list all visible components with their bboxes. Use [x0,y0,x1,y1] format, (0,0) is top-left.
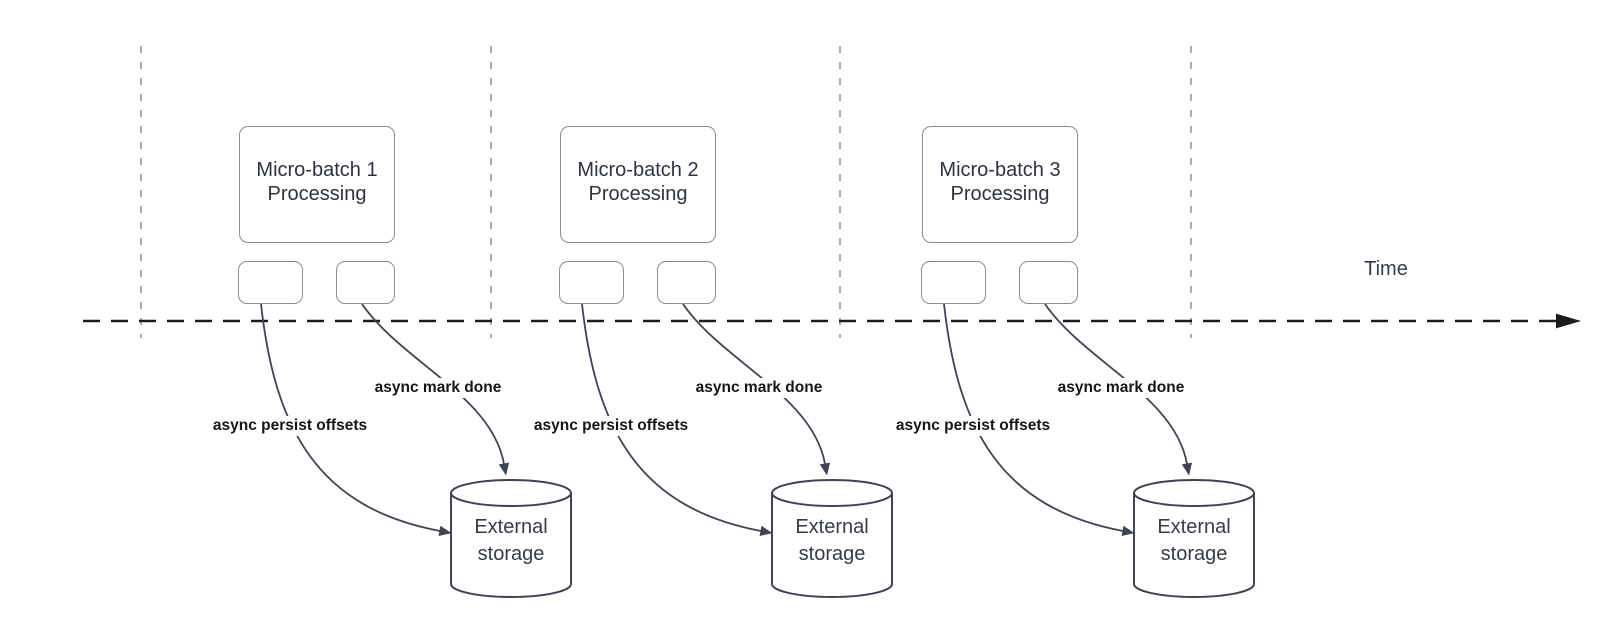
microbatch-3-box: Micro-batch 3 Processing [922,126,1078,243]
microbatch-2-title: Micro-batch 2 Processing [577,159,699,205]
microbatch-3-group: Micro-batch 3 Processing async persist o… [683,0,1600,642]
external-storage-cylinder-lip [450,492,572,507]
external-storage-label: External storage [795,516,869,565]
external-storage-cylinder-lip [771,492,893,507]
persist-offsets-arrow [943,303,1135,537]
time-axis-label: Time [1364,258,1408,280]
mark-done-box [1019,261,1078,304]
mark-done-label: async mark done [691,378,827,398]
persist-offsets-label: async persist offsets [529,416,693,436]
external-storage-label: External storage [1157,516,1231,565]
mark-done-label: async mark done [1053,378,1189,398]
offsets-box [921,261,986,304]
persist-offsets-arrow [260,303,452,537]
persist-offsets-arrow [581,303,773,537]
mark-done-label: async mark done [370,378,506,398]
persist-offsets-label: async persist offsets [891,416,1055,436]
microbatch-3-title: Micro-batch 3 Processing [939,159,1061,205]
offsets-box [238,261,303,304]
microbatch-2-box: Micro-batch 2 Processing [560,126,716,243]
microbatch-1-title: Micro-batch 1 Processing [256,159,378,205]
offsets-box [559,261,624,304]
external-storage-cylinder [450,479,572,598]
external-storage-cylinder [771,479,893,598]
microbatch-1-artwork [260,303,572,598]
external-storage-cylinder [1133,479,1255,598]
microbatch-1-box: Micro-batch 1 Processing [239,126,395,243]
persist-offsets-label: async persist offsets [208,416,372,436]
external-storage-cylinder-lip [1133,492,1255,507]
mark-done-box [336,261,395,304]
mark-done-box [657,261,716,304]
time-axis-arrowhead [1556,313,1581,329]
microbatch-2-group: Micro-batch 2 Processing async persist o… [321,0,1600,642]
external-storage-label: External storage [474,516,548,565]
